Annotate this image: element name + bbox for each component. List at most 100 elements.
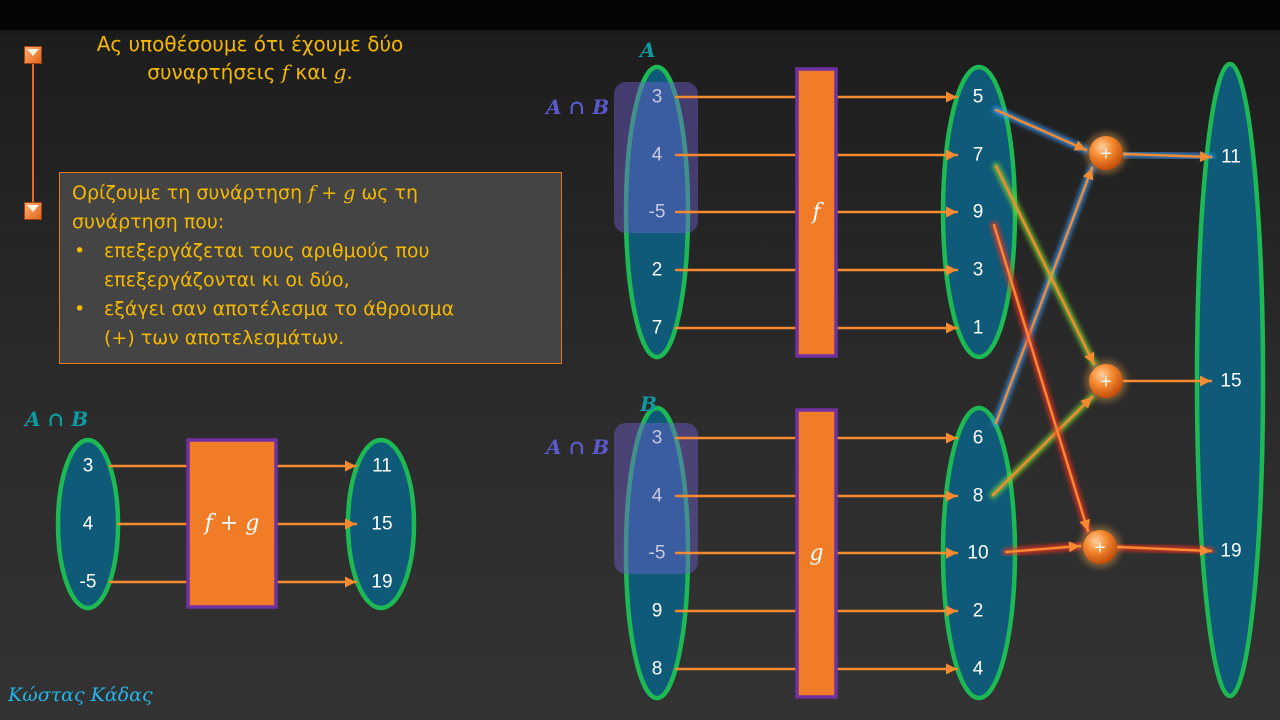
f-arrow-out-4-head xyxy=(946,264,957,276)
f-output-5: 1 xyxy=(973,318,984,339)
small-arrow-out-1-head xyxy=(345,460,356,472)
small-output-2: 15 xyxy=(371,514,392,535)
intro-line2-prefix: συναρτήσεις xyxy=(147,60,282,84)
g-input-2: 4 xyxy=(652,486,663,507)
g-input-3: -5 xyxy=(649,543,666,564)
g-output-4: 2 xyxy=(973,601,984,622)
f-input-1: 3 xyxy=(652,87,663,108)
f-input-2: 4 xyxy=(652,145,663,166)
conn-f7-line xyxy=(994,164,1096,366)
g-input-4: 9 xyxy=(652,601,663,622)
conn-sum2-result-head xyxy=(1200,375,1211,387)
g-input-1: 3 xyxy=(652,428,663,449)
f-intersection-label: A ∩ B xyxy=(544,95,609,119)
small-input-2: 4 xyxy=(83,514,94,535)
sum-node-3 xyxy=(1083,530,1117,564)
f-arrow-out-2-head xyxy=(946,149,957,161)
g-intersection-label: A ∩ B xyxy=(544,435,609,459)
small-arrow-out-3-head xyxy=(345,576,356,588)
bullet-marker-icon xyxy=(24,46,42,64)
small-arrow-out-3 xyxy=(272,576,360,588)
fg-symbol: f + g xyxy=(308,182,356,204)
conn-f7-head xyxy=(1084,351,1095,364)
bullet-2-line2-suffix: ) των αποτελεσμάτων. xyxy=(127,327,345,349)
f-arrow-out-3 xyxy=(832,206,961,218)
bullet-dot: • xyxy=(74,298,86,320)
conn-sum1-result-head xyxy=(1199,151,1211,163)
f-input-3: -5 xyxy=(649,202,666,223)
author-signature: Κώστας Κάδας xyxy=(8,684,153,706)
definition-box: Ορίζουμε τη συνάρτηση f + g ως τη συνάρτ… xyxy=(59,172,562,364)
sum-node-label-3: + xyxy=(1093,538,1106,557)
conn-f5-head xyxy=(1073,140,1086,151)
plus-symbol: + xyxy=(111,327,128,349)
conn-f5 xyxy=(992,106,1090,154)
bullet-marker-icon xyxy=(24,202,42,220)
definition-bullet-1: • επεξεργάζεται τους αριθμούς που επεξεργ… xyxy=(72,237,549,295)
conn-sum3-result-line xyxy=(1116,545,1213,553)
sets-layer xyxy=(55,61,1266,701)
intro-line2-mid: και xyxy=(289,60,334,84)
definition-line2: συνάρτηση που: xyxy=(72,211,225,233)
result-3: 19 xyxy=(1220,541,1241,562)
g-output-5: 4 xyxy=(973,659,984,680)
conn-sum3-result-head xyxy=(1199,545,1211,557)
conn-sum2-result xyxy=(1120,375,1215,387)
conn-g10-head xyxy=(1068,541,1080,553)
f-arrow-out-4 xyxy=(834,264,959,276)
small-arrow-out-2-head xyxy=(345,518,356,530)
small-arrow-out-1 xyxy=(272,460,360,472)
bullet-2-line1: εξάγει σαν αποτέλεσμα το άθροισμα xyxy=(104,298,455,320)
g-arrow-out-5-head xyxy=(946,663,957,675)
sum-node-label-2: + xyxy=(1099,372,1112,391)
arrows-layer xyxy=(106,91,1215,675)
f-output-1: 5 xyxy=(973,87,984,108)
g-output-1: 6 xyxy=(973,428,984,449)
g-arrow-out-3 xyxy=(832,547,961,559)
f-output-3: 9 xyxy=(973,202,984,223)
f-output-2: 7 xyxy=(973,145,984,166)
intro-line2-suffix: . xyxy=(346,60,353,84)
conn-f5-line xyxy=(994,108,1088,152)
f-arrow-out-1 xyxy=(832,91,961,103)
conn-g8-line xyxy=(991,395,1094,497)
f-input-5: 7 xyxy=(652,318,663,339)
g-output-3: 10 xyxy=(967,543,988,564)
f-arrow-out-5-head xyxy=(946,322,957,334)
f-intersection-highlight xyxy=(614,82,698,233)
f-symbol: f xyxy=(281,60,290,84)
conn-sum1-result-line xyxy=(1122,152,1213,159)
g-input-5: 8 xyxy=(652,659,663,680)
small-arrow-out-2 xyxy=(272,518,360,530)
g-output-2: 8 xyxy=(973,486,984,507)
definition-list: • επεξεργάζεται τους αριθμούς που επεξεργ… xyxy=(72,237,549,353)
g-arrow-out-2-head xyxy=(946,490,957,502)
g-arrow-out-5 xyxy=(834,663,959,675)
conn-f9-line xyxy=(992,223,1090,533)
conn-g10-line xyxy=(1004,544,1082,554)
bullet-dot: • xyxy=(74,240,86,262)
f-output-4: 3 xyxy=(973,260,984,281)
definition-line1-prefix: Ορίζουμε τη συνάρτηση xyxy=(72,182,309,204)
small-set-label: A ∩ B xyxy=(23,407,88,431)
g-function-box xyxy=(795,408,838,699)
intersections-layer xyxy=(614,82,698,574)
bullet-1-text: επεξεργάζεται τους αριθμούς που επεξεργά… xyxy=(104,240,430,291)
g-arrow-out-1-head xyxy=(946,432,957,444)
small-input-1: 3 xyxy=(83,456,94,477)
f-arrow-out-1-head xyxy=(946,91,957,103)
intro-line1: Ας υποθέσουμε ότι έχουμε δύο xyxy=(96,32,404,56)
sum-nodes-layer xyxy=(1079,132,1127,568)
g-intersection-highlight xyxy=(614,423,698,574)
f-set-label: A xyxy=(638,38,656,62)
sum-node-1 xyxy=(1089,136,1123,170)
g-arrow-out-4-head xyxy=(946,605,957,617)
small-output-1: 11 xyxy=(372,456,392,477)
top-bar xyxy=(0,0,1280,30)
small-input-3: -5 xyxy=(80,572,97,593)
function-boxes-layer xyxy=(186,67,838,699)
definition-line1: Ορίζουμε τη συνάρτηση f + g ως τη xyxy=(72,179,549,208)
f-arrow-out-2 xyxy=(832,149,961,161)
conn-g6-head xyxy=(1082,168,1094,181)
result-1: 11 xyxy=(1221,147,1241,168)
